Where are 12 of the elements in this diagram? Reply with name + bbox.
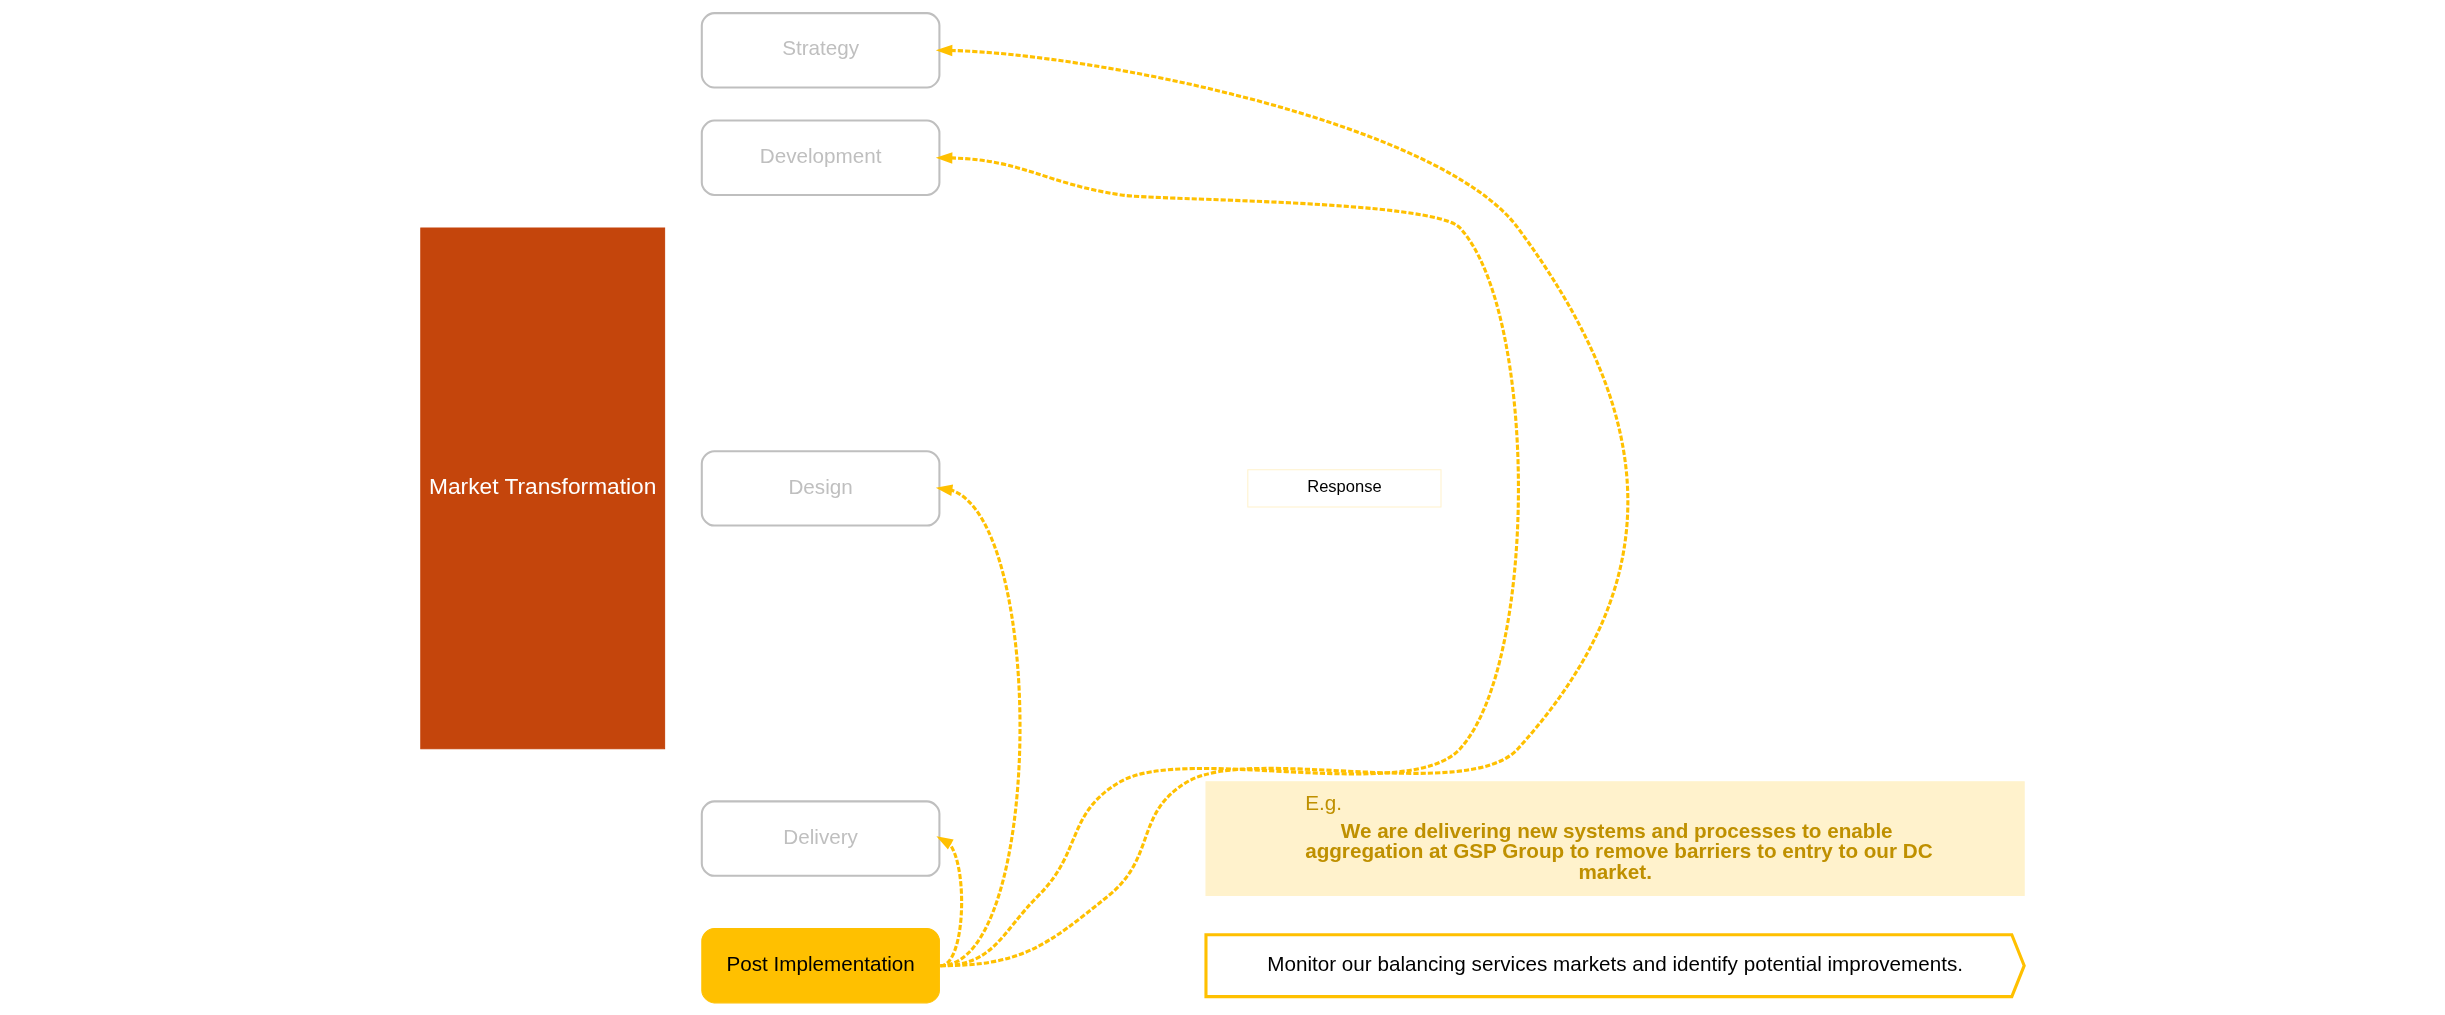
arrow [935, 44, 1630, 967]
arrow [935, 151, 1520, 967]
node-box: Design [700, 449, 941, 527]
arrow [935, 483, 1022, 967]
node-box: Post Implementation [701, 927, 940, 1003]
node-box: Strategy [700, 11, 941, 89]
node-box: Delivery [700, 799, 941, 877]
node-box: E.g. We are delivering new systems and processes to enable aggregation at GSP Group to remove barriers to entry to our DC market. [1205, 780, 2025, 896]
node-box: Response [1247, 468, 1442, 507]
arrow [936, 835, 964, 967]
node-box: Market Transformation [420, 227, 666, 749]
node-box: Development [700, 119, 941, 196]
